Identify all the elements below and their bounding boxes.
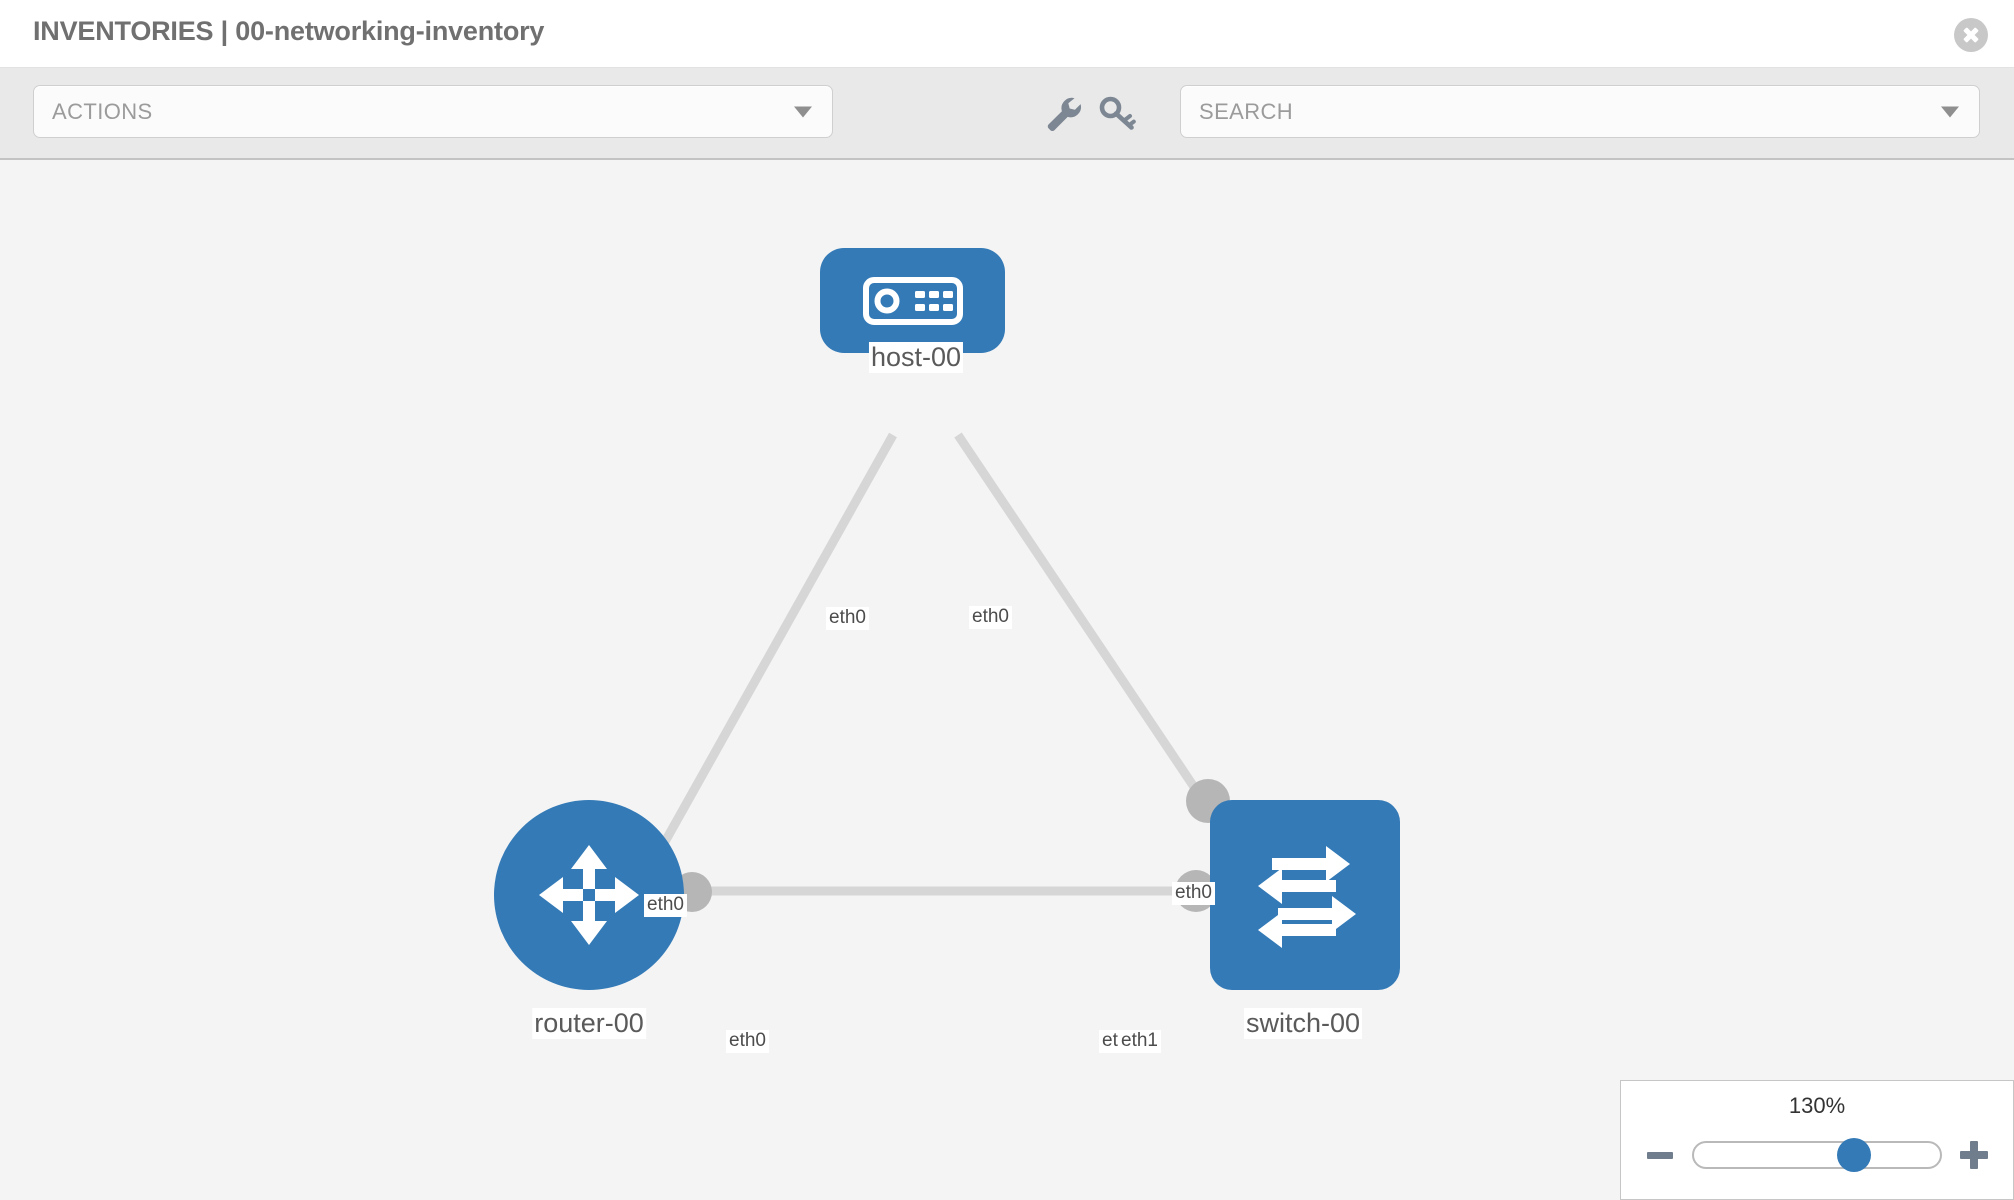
- key-icon[interactable]: [1097, 94, 1137, 132]
- zoom-control-panel: 130%: [1620, 1080, 2014, 1200]
- minus-icon: [1647, 1152, 1673, 1159]
- page-title: INVENTORIES | 00-networking-inventory: [33, 16, 545, 46]
- link-label-host-right: eth0: [969, 606, 1012, 629]
- topology-canvas[interactable]: host-00 router-00: [0, 160, 2014, 1200]
- chevron-down-icon: [1941, 106, 1959, 117]
- node-router-00-label: router-00: [532, 1008, 646, 1040]
- wrench-icon-svg: [1047, 97, 1081, 132]
- server-appliance-icon: [862, 276, 963, 325]
- zoom-slider-thumb[interactable]: [1836, 1138, 1871, 1172]
- window-header: INVENTORIES | 00-networking-inventory: [0, 0, 2014, 68]
- zoom-out-button[interactable]: [1642, 1137, 1678, 1173]
- topology-links: [644, 432, 1247, 896]
- router-arrows-icon: [539, 845, 639, 945]
- chevron-down-icon: [794, 106, 812, 117]
- node-switch-00-shape[interactable]: [1210, 800, 1400, 990]
- actions-dropdown[interactable]: ACTIONS: [33, 85, 833, 138]
- link-label-router-uplink: eth0: [644, 894, 687, 917]
- node-switch-00-label: switch-00: [1243, 1008, 1363, 1040]
- link-label-host-left: eth0: [826, 607, 869, 630]
- wrench-icon[interactable]: [1043, 94, 1083, 132]
- link-host-router: [644, 432, 897, 875]
- key-icon-svg: [1099, 96, 1136, 130]
- link-label-router-right: eth0: [726, 1030, 769, 1053]
- actions-dropdown-label: ACTIONS: [52, 98, 153, 124]
- link-label-switch-uplink: eth0: [1172, 882, 1215, 905]
- search-input-placeholder: SEARCH: [1199, 98, 1294, 124]
- node-host-00-shape[interactable]: [820, 248, 1005, 353]
- zoom-slider-row: [1621, 1133, 2013, 1177]
- link-label-switch-over: eth1: [1118, 1030, 1161, 1053]
- plus-icon-vertical: [1970, 1141, 1978, 1169]
- zoom-slider[interactable]: [1692, 1138, 1942, 1172]
- node-host-00-label: host-00: [868, 342, 964, 374]
- switch-arrows-icon: [1258, 846, 1356, 948]
- search-dropdown[interactable]: SEARCH: [1180, 85, 1980, 138]
- toolbar: ACTIONS SEARCH: [0, 68, 2014, 160]
- zoom-in-button[interactable]: [1956, 1137, 1992, 1173]
- close-icon[interactable]: [1954, 18, 1988, 52]
- zoom-level-value: 130%: [1788, 1093, 1846, 1118]
